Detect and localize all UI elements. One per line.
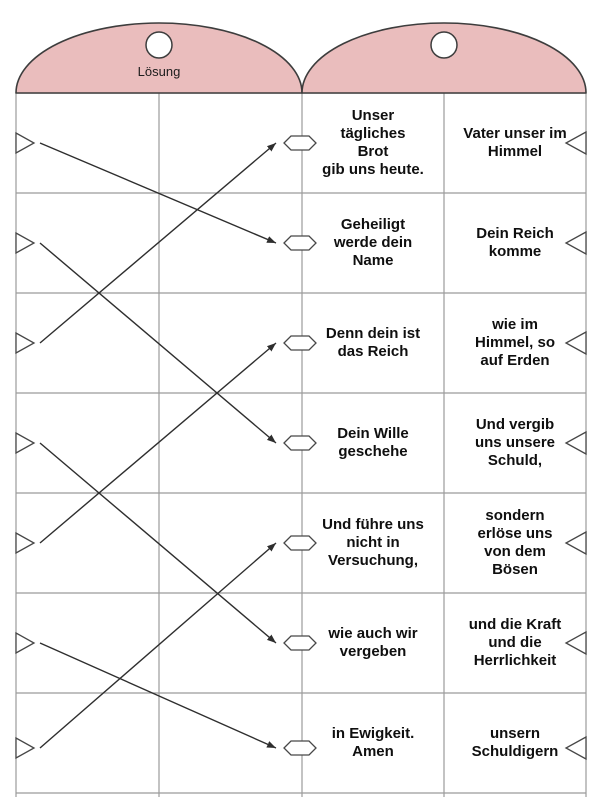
- middle-anchor-hexagon-icon: [283, 235, 317, 251]
- middle-anchor-hexagon-icon: [283, 635, 317, 651]
- right-phrase-cell: Vater unser im Himmel: [463, 125, 567, 160]
- middle-anchor-hexagon-icon: [283, 535, 317, 551]
- left-anchor-triangle-icon: [15, 736, 36, 760]
- left-anchor-triangle-icon: [15, 231, 36, 255]
- right-anchor-triangle-icon: [564, 330, 587, 356]
- right-phrase-cell: Dein Reich komme: [476, 225, 554, 260]
- left-anchor-triangle-icon: [15, 331, 36, 355]
- right-phrase-cell: Und vergib uns unsere Schuld,: [474, 416, 556, 469]
- solution-arrow: [39, 142, 277, 244]
- middle-phrase-cell: Und führe uns nicht in Versuchung,: [322, 516, 424, 569]
- middle-anchor-hexagon-icon: [283, 740, 317, 756]
- left-anchor-triangle-icon: [15, 431, 36, 455]
- middle-phrase-cell: Dein Wille geschehe: [337, 425, 409, 460]
- left-anchor-triangle-icon: [15, 131, 36, 155]
- middle-anchor-hexagon-icon: [283, 435, 317, 451]
- solution-arrow: [39, 142, 277, 344]
- middle-phrase-cell: Denn dein ist das Reich: [325, 325, 421, 360]
- left-tag-hole: [145, 31, 173, 59]
- right-phrase-cell: und die Kraft und die Herrlichkeit: [468, 616, 562, 669]
- solution-arrow: [39, 642, 277, 749]
- middle-phrase-cell: in Ewigkeit. Amen: [331, 725, 415, 760]
- right-anchor-triangle-icon: [564, 630, 587, 656]
- middle-anchor-hexagon-icon: [283, 135, 317, 151]
- solution-arrow: [39, 542, 277, 749]
- solution-arrow: [39, 242, 277, 444]
- right-phrase-cell: sondern erlöse uns von dem Bösen: [477, 507, 553, 578]
- right-anchor-triangle-icon: [564, 230, 587, 256]
- right-anchor-triangle-icon: [564, 130, 587, 156]
- right-anchor-triangle-icon: [564, 530, 587, 556]
- right-phrase-cell: wie im Himmel, so auf Erden: [474, 316, 556, 369]
- middle-phrase-cell: wie auch wir vergeben: [328, 625, 418, 660]
- right-anchor-triangle-icon: [564, 430, 587, 456]
- right-tag-hole: [430, 31, 458, 59]
- solution-arrow: [39, 442, 277, 644]
- solution-tag-label: Lösung: [137, 64, 181, 79]
- middle-phrase-cell: Unser tägliches Brot gib uns heute.: [322, 107, 424, 178]
- solution-arrow: [39, 342, 277, 544]
- left-anchor-triangle-icon: [15, 531, 36, 555]
- right-anchor-triangle-icon: [564, 735, 587, 761]
- right-phrase-cell: unsern Schuldigern: [471, 725, 559, 760]
- middle-anchor-hexagon-icon: [283, 335, 317, 351]
- middle-phrase-cell: Geheiligt werde dein Name: [333, 216, 413, 269]
- left-anchor-triangle-icon: [15, 631, 36, 655]
